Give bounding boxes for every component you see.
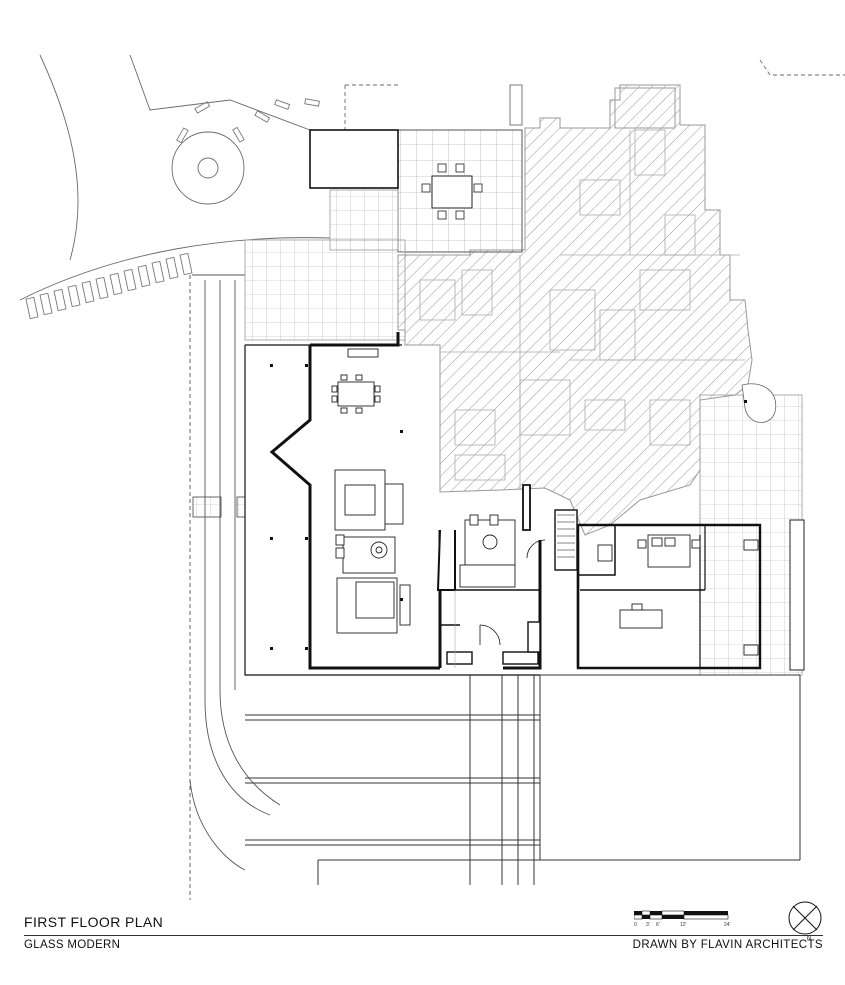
plan-title: FIRST FLOOR PLAN <box>24 914 164 930</box>
site-driveway <box>19 54 845 320</box>
architect-credit: DRAWN BY FLAVIN ARCHITECTS <box>632 939 823 951</box>
project-name: GLASS MODERN <box>24 939 121 951</box>
entry-court-paving <box>244 239 406 341</box>
north-label: N <box>807 936 811 942</box>
living-furniture <box>331 348 516 634</box>
north-arrow-icon: N <box>788 901 822 942</box>
west-walkway <box>189 274 281 900</box>
bedroom-furniture <box>597 534 759 656</box>
title-block: FIRST FLOOR PLAN GLASS MODERN DRAWN BY F… <box>24 901 823 966</box>
floor-plan-drawing <box>19 54 845 900</box>
title-rule <box>24 935 823 936</box>
interior-partitions <box>440 509 578 668</box>
scale-label: 24' <box>724 922 731 928</box>
new-wing-walls <box>244 332 762 676</box>
east-terrace <box>699 383 805 676</box>
scale-bar: 0 3' 6' 12' 24' <box>634 910 731 928</box>
scale-label: 6' <box>656 922 660 928</box>
scale-label: 0 <box>634 922 637 928</box>
scale-label: 12' <box>680 922 687 928</box>
column-markers <box>270 364 747 650</box>
scale-label: 3' <box>646 922 650 928</box>
upper-patio <box>309 129 523 253</box>
lower-terraces-dock <box>245 674 801 885</box>
